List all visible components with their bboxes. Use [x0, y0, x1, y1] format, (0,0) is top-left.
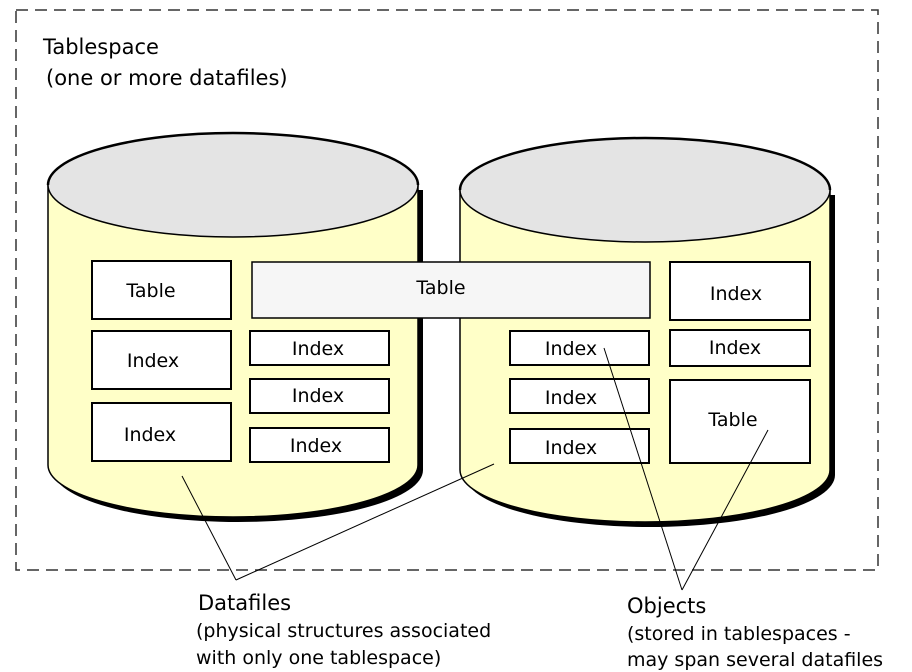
right-index-column: Index Index Index: [509, 330, 650, 464]
spanning-table-box: [251, 261, 651, 319]
object-box: [509, 428, 650, 464]
object-label: Index: [545, 387, 597, 409]
object-box: [669, 379, 811, 464]
datafiles-callout-title: Datafiles: [198, 591, 291, 615]
tablespace-boundary: [15, 9, 879, 571]
objects-callout-line2: may span several datafiles: [627, 649, 883, 671]
object-box: [509, 330, 650, 366]
objects-callout-line1: (stored in tablespaces -: [627, 623, 851, 645]
tablespace-subtitle: (one or more datafiles): [46, 66, 288, 90]
object-label: Index: [292, 338, 344, 360]
datafiles-callout-line1: (physical structures associated: [196, 620, 491, 642]
object-box: [91, 330, 232, 390]
object-label: Table: [707, 409, 757, 431]
object-label: Index: [292, 385, 344, 407]
object-label: Index: [124, 424, 176, 446]
left-index-column: Index Index Index: [249, 330, 390, 463]
object-label: Index: [545, 437, 597, 459]
object-box: [669, 329, 811, 367]
spanning-table-label: Table: [415, 277, 465, 299]
object-label: Index: [127, 350, 179, 372]
object-box: [669, 261, 811, 321]
object-box: [91, 260, 232, 320]
left-object-column: Table Index Index: [91, 260, 232, 462]
object-label: Index: [710, 283, 762, 305]
objects-callout-title: Objects: [627, 594, 706, 618]
object-label: Index: [709, 337, 761, 359]
tablespace-title: Tablespace: [42, 35, 159, 59]
object-label: Index: [545, 338, 597, 360]
object-box: [91, 402, 232, 462]
object-box: [249, 427, 390, 463]
object-label: Table: [125, 280, 175, 302]
datafiles-callout-line2: with only one tablespace): [196, 647, 441, 669]
objects-callout-lines: [603, 347, 769, 591]
object-box: [249, 378, 390, 414]
right-object-column: Index Index Table: [669, 261, 811, 464]
left-datafile-cylinder: [46, 131, 423, 522]
datafiles-callout-lines: [181, 463, 495, 581]
object-box: [249, 330, 390, 366]
object-box: [509, 378, 650, 414]
object-label: Index: [290, 435, 342, 457]
